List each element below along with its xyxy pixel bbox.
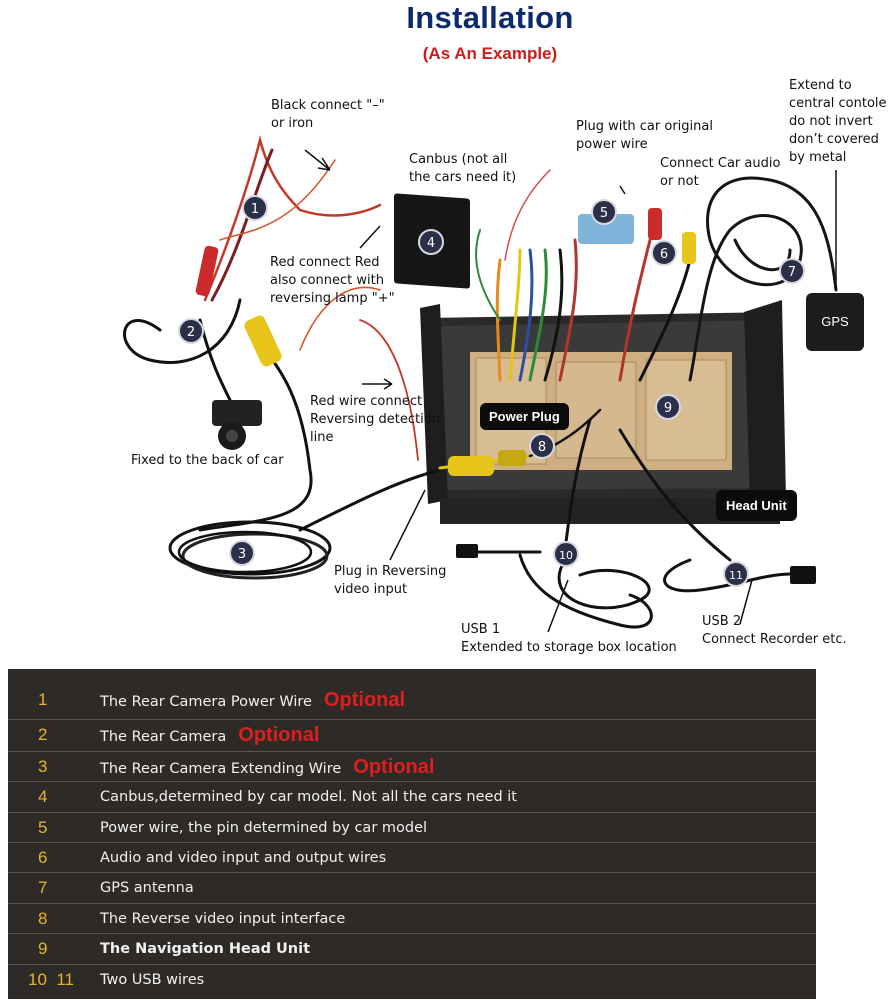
optional-tag: Optional — [353, 756, 435, 778]
badge-10: 10 — [553, 541, 579, 567]
legend-row: 7 GPS antenna — [8, 872, 816, 902]
page-title: Installation — [406, 0, 574, 35]
legend-number: 8 — [38, 909, 48, 928]
legend-number: 4 — [38, 787, 48, 806]
badge-1: 1 — [242, 195, 268, 221]
label-extend-central: Extend to central contole do not invert … — [789, 78, 887, 165]
badge-2: 2 — [178, 318, 204, 344]
badge-11: 11 — [723, 561, 749, 587]
legend-text: Power wire, the pin determined by car mo… — [100, 820, 428, 836]
label-car-audio: Connect Car audio or not — [660, 156, 781, 189]
label-canbus: Canbus (not all the cars need it) — [409, 152, 517, 185]
label-red-wire: Red wire connect Reversing detection lin… — [310, 394, 440, 445]
legend-row: 9 The Navigation Head Unit — [8, 933, 816, 963]
legend-row: 5 Power wire, the pin determined by car … — [8, 812, 816, 842]
legend-text: Audio and video input and output wires — [100, 850, 387, 866]
badge-4: 4 — [418, 229, 444, 255]
legend-number: 2 — [38, 725, 48, 744]
badge-3: 3 — [229, 540, 255, 566]
legend-number: 1 — [38, 690, 48, 709]
legend-number: 5 — [38, 818, 48, 837]
badge-6: 6 — [651, 240, 677, 266]
badge-7: 7 — [779, 258, 805, 284]
legend-text: Two USB wires — [100, 972, 205, 988]
label-plug-reversing: Plug in Reversing video input — [334, 564, 447, 597]
label-usb1: USB 1 Extended to storage box location — [461, 622, 677, 655]
label-red-connect: Red connect Red also connect with revers… — [270, 255, 395, 306]
legend-row: 10 11 Two USB wires — [8, 964, 816, 994]
legend-row: 8 The Reverse video input interface — [8, 903, 816, 933]
badge-9: 9 — [655, 394, 681, 420]
legend-number: 10 11 — [28, 970, 75, 989]
label-usb2: USB 2 Connect Recorder etc. — [702, 614, 847, 647]
power-plug-tag: Power Plug — [480, 403, 569, 430]
legend-number: 3 — [38, 757, 48, 776]
badge-5: 5 — [591, 199, 617, 225]
connectors — [195, 149, 837, 633]
legend-text: The Reverse video input interface — [100, 911, 346, 927]
badge-8: 8 — [529, 433, 555, 459]
optional-tag: Optional — [238, 724, 320, 746]
head-unit-tag: Head Unit — [716, 490, 797, 521]
label-fixed-back: Fixed to the back of car — [131, 453, 284, 468]
gps-antenna: GPS — [806, 293, 864, 351]
page-subtitle: (As An Example) — [422, 44, 558, 63]
legend-text: The Navigation Head Unit — [100, 941, 311, 957]
legend-number: 7 — [38, 878, 48, 897]
label-black-connect: Black connect "–" or iron — [271, 98, 385, 131]
legend-number: 6 — [38, 848, 48, 867]
legend-number: 9 — [38, 939, 48, 958]
legend-text: GPS antenna — [100, 880, 194, 896]
legend-row: 4 Canbus,determined by car model. Not al… — [8, 781, 816, 811]
legend-text: Canbus,determined by car model. Not all … — [100, 789, 517, 805]
legend-row: 6 Audio and video input and output wires — [8, 842, 816, 872]
optional-tag: Optional — [323, 689, 406, 711]
label-plug-original: Plug with car original power wire — [576, 119, 713, 152]
